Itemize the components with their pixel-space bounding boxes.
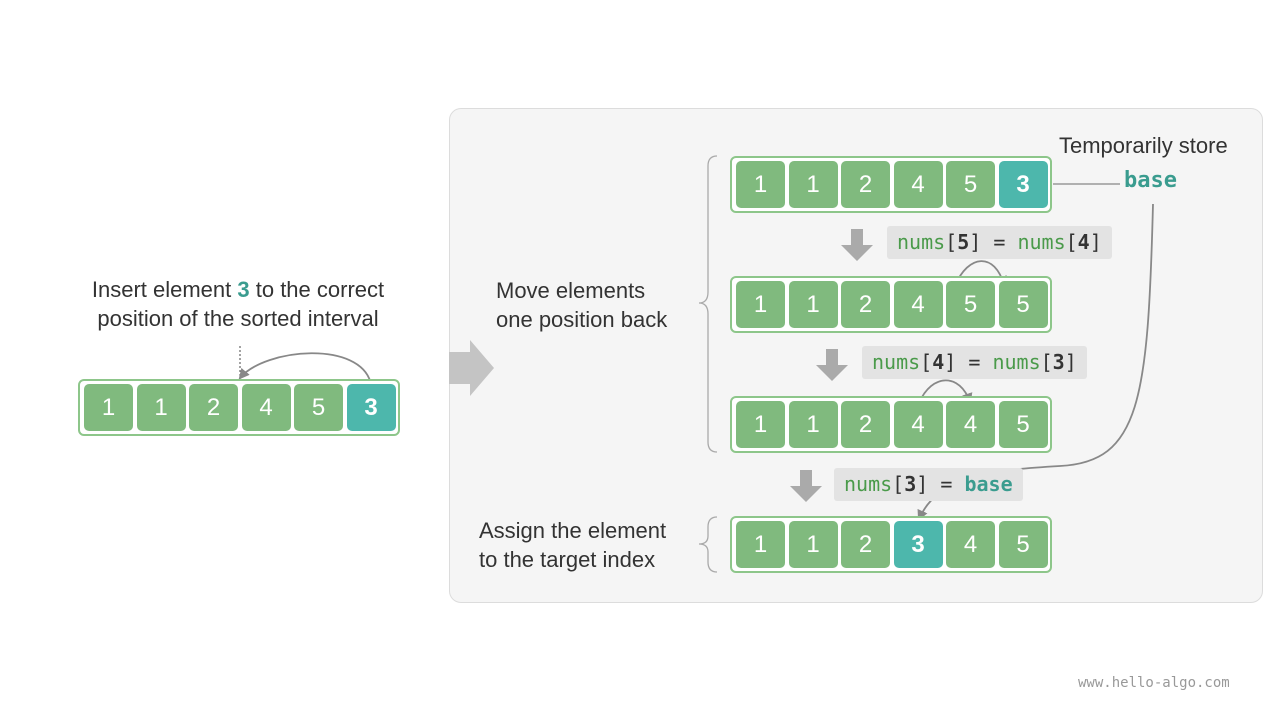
array-cell: 5	[998, 281, 1048, 328]
array-cell: 4	[946, 401, 995, 448]
array-cell: 4	[893, 281, 943, 328]
array-cell: 4	[946, 521, 995, 568]
array-cell: 4	[893, 401, 943, 448]
array-cell: 5	[294, 384, 343, 431]
step-code-1: nums[5] = nums[4]	[887, 226, 1112, 259]
base-label: base	[1124, 168, 1177, 193]
array-cell: 1	[84, 384, 133, 431]
array-row-2: 1 1 2 4 5 5	[730, 276, 1052, 333]
array-cell-highlight: 3	[893, 521, 943, 568]
sorted-array-left: 1 1 2 4 5 3	[78, 379, 400, 436]
array-row-4: 1 1 2 3 4 5	[730, 516, 1052, 573]
array-cell: 1	[136, 384, 186, 431]
array-cell: 2	[841, 281, 890, 328]
array-cell: 4	[893, 161, 943, 208]
array-cell: 1	[736, 281, 785, 328]
insert-caption: Insert element 3 to the correct position…	[58, 275, 418, 333]
array-cell: 1	[736, 521, 785, 568]
array-cell: 4	[241, 384, 291, 431]
array-cell: 1	[736, 161, 785, 208]
array-cell: 2	[189, 384, 238, 431]
array-cell: 2	[841, 161, 890, 208]
step-code-2: nums[4] = nums[3]	[862, 346, 1087, 379]
array-cell: 1	[788, 521, 838, 568]
array-cell: 5	[998, 401, 1048, 448]
assign-element-label: Assign the element to the target index	[479, 518, 667, 572]
array-cell: 5	[998, 521, 1048, 568]
array-cell: 2	[841, 521, 890, 568]
array-cell: 5	[946, 281, 995, 328]
temporarily-store-label: Temporarily store	[1059, 133, 1228, 158]
step-code-3: nums[3] = base	[834, 468, 1023, 501]
array-row-1: 1 1 2 4 5 3	[730, 156, 1052, 213]
highlight-element: 3	[237, 277, 250, 302]
insert-caption-line-2: position of the sorted interval	[97, 306, 379, 331]
array-cell: 1	[736, 401, 785, 448]
array-cell: 2	[841, 401, 890, 448]
watermark: www.hello-algo.com	[1078, 675, 1230, 691]
array-cell: 1	[788, 161, 838, 208]
array-row-3: 1 1 2 4 4 5	[730, 396, 1052, 453]
array-cell-highlight: 3	[346, 384, 396, 431]
array-cell-highlight: 3	[998, 161, 1048, 208]
insert-caption-line-1: Insert element 3 to the correct	[91, 277, 385, 302]
array-cell: 5	[946, 161, 995, 208]
array-cell: 1	[788, 281, 838, 328]
move-elements-label: Move elements one position back	[496, 278, 668, 332]
array-cell: 1	[788, 401, 838, 448]
